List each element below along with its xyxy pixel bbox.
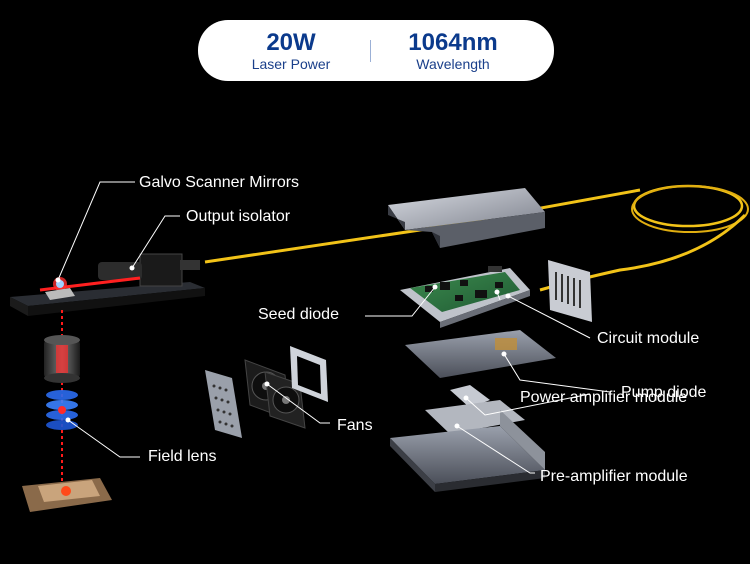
label-power-amplifier: Power amplifier module: [520, 389, 688, 406]
spec-label: Laser Power: [251, 56, 331, 72]
label-circuit-module: Circuit module: [597, 330, 700, 347]
spec-value: 20W: [266, 29, 316, 56]
spec-label: Wavelength: [416, 56, 490, 72]
power-amplifier-plate: [405, 330, 556, 378]
circuit-module: [400, 266, 530, 328]
spec-value: 1064nm: [408, 29, 498, 56]
bottom-tray: [390, 410, 545, 492]
pump-diode: [450, 385, 490, 408]
fans-assembly: [205, 346, 328, 438]
label-galvo: Galvo Scanner Mirrors: [139, 174, 300, 191]
leader-dots: [55, 265, 511, 429]
spec-banner: 20W Laser Power 1064nm Wavelength: [198, 20, 554, 81]
spec-wavelength: 1064nm Wavelength: [378, 29, 528, 73]
engraving-sample: [22, 478, 112, 512]
label-pre-amplifier: Pre-amplifier module: [540, 468, 688, 485]
label-isolator: Output isolator: [186, 208, 291, 225]
spec-laser-power: 20W Laser Power: [216, 29, 366, 73]
label-field-lens: Field lens: [148, 448, 217, 465]
side-plate: [548, 260, 592, 322]
laser-head: [10, 253, 205, 316]
label-pump-diode: Pump diode: [621, 384, 707, 401]
leader-lines: [57, 181, 611, 474]
optical-column: [44, 310, 80, 490]
spec-divider: [370, 40, 371, 62]
top-cover: [388, 188, 545, 248]
label-fans: Fans: [337, 417, 373, 434]
pre-amplifier-plate: [425, 400, 525, 434]
label-seed-diode: Seed diode: [258, 306, 339, 323]
